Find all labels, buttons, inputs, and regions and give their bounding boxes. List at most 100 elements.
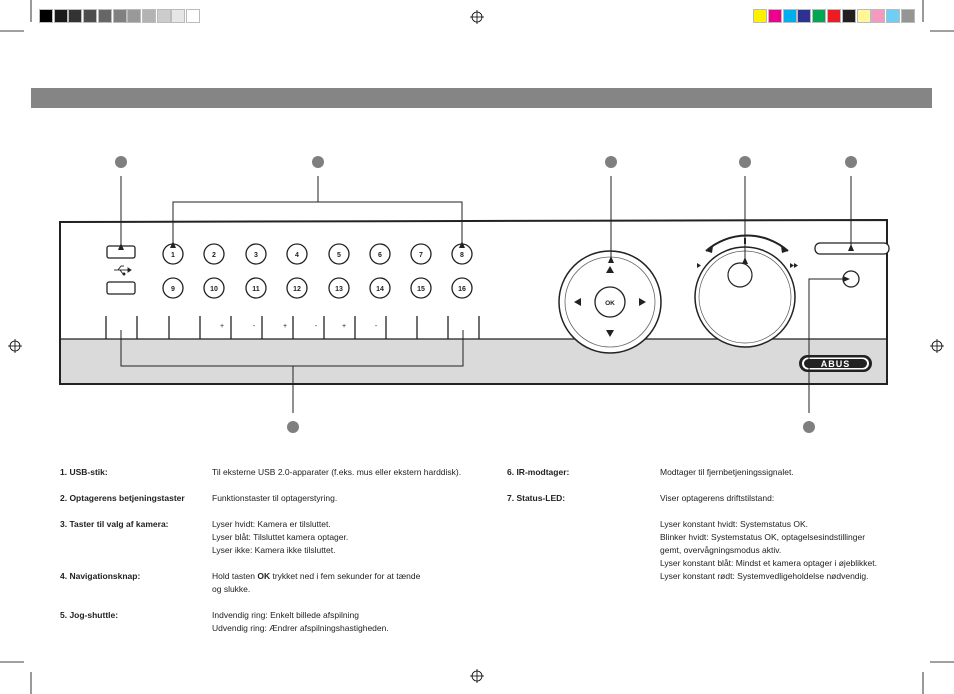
camera-button-7[interactable] (410, 243, 432, 265)
callout-marker-jog (739, 156, 751, 168)
legend-line: Viser optagerens driftstilstand: (660, 493, 775, 503)
camera-button-5[interactable] (328, 243, 350, 265)
leader-lines (120, 176, 852, 413)
legend-line: Modtager til fjernbetjeningssignalet. (660, 467, 794, 477)
legend-label: 5. Jog-shuttle: (60, 610, 119, 620)
usb-icon (114, 265, 132, 276)
ok-button[interactable] (594, 286, 626, 318)
camera-button-9[interactable] (162, 277, 184, 299)
callout-marker-camera-keys (312, 156, 324, 168)
jog-shuttle (694, 234, 798, 348)
camera-button-label: 12 (293, 286, 301, 293)
brand-logo-text: ABUS (821, 359, 851, 369)
legend-line: Lyser konstant hvidt: Systemstatus OK. (660, 519, 809, 529)
function-key-mark[interactable]: - (375, 323, 378, 330)
process-swatch (812, 9, 827, 23)
process-swatch (767, 9, 782, 23)
ok-label: OK (605, 300, 615, 307)
legend-line (660, 505, 877, 518)
arrow-left-icon[interactable] (574, 298, 581, 306)
function-key-mark[interactable]: + (342, 323, 346, 330)
process-swatch (753, 9, 767, 23)
registration-target-right (930, 339, 944, 353)
camera-button-15[interactable] (410, 277, 432, 299)
grayscale-swatch (127, 9, 142, 23)
camera-button-16[interactable] (451, 277, 473, 299)
camera-button-label: 4 (295, 252, 299, 259)
process-swatch (782, 9, 797, 23)
legend-description: Hold tasten OK trykket ned i fem sekunde… (212, 570, 420, 596)
process-swatch (856, 9, 871, 23)
legend-line: Hold tasten OK trykket ned i fem sekunde… (212, 571, 421, 581)
legend-line: Lyser hvidt: Kamera er tilsluttet. (212, 519, 331, 529)
camera-button-10[interactable] (203, 277, 225, 299)
legend-description: Indvendig ring: Enkelt billede afspilnin… (212, 609, 389, 635)
arrow-down-icon[interactable] (606, 330, 614, 337)
function-keys-group: + - + - + - (105, 316, 480, 339)
camera-button-3[interactable] (245, 243, 267, 265)
legend-label: 6. IR-modtager: (507, 467, 570, 477)
process-swatch (827, 9, 841, 23)
camera-button-label: 16 (458, 286, 466, 293)
camera-button-label: 1 (171, 252, 175, 259)
registration-target-top (470, 10, 484, 24)
play-reverse-icon (697, 263, 701, 268)
function-key-mark[interactable]: - (253, 323, 256, 330)
legend-label: 4. Navigationsknap: (60, 571, 141, 581)
process-swatch (901, 9, 915, 23)
grayscale-swatch (68, 9, 83, 23)
legend-line: Blinker hvidt: Systemstatus OK, optagels… (660, 532, 866, 542)
section-banner (31, 88, 932, 108)
camera-button-label: 13 (335, 286, 343, 293)
callout-marker-ir (845, 156, 857, 168)
camera-button-label: 14 (376, 286, 384, 293)
arrow-right-icon[interactable] (639, 298, 646, 306)
camera-button-6[interactable] (369, 243, 391, 265)
callout-marker-status-led (803, 421, 815, 433)
process-swatch (886, 9, 901, 23)
fast-forward-icon (790, 263, 798, 268)
grayscale-swatch (171, 9, 186, 23)
legend-bold-word: OK (257, 571, 271, 581)
camera-button-label: 9 (171, 286, 175, 293)
function-key-mark[interactable]: - (315, 323, 318, 330)
camera-button-2[interactable] (203, 243, 225, 265)
grayscale-swatch (39, 9, 53, 23)
legend-description: Til eksterne USB 2.0-apparater (f.eks. m… (212, 466, 461, 479)
process-swatch (797, 9, 812, 23)
navigation-pad: OK (558, 250, 662, 354)
legend-line: Udvendig ring: Ændrer afspilningshastigh… (212, 623, 389, 633)
camera-button-14[interactable] (369, 277, 391, 299)
camera-button-label: 6 (378, 252, 382, 259)
camera-button-label: 5 (337, 252, 341, 259)
legend-line: gemt, overvågningsmodus aktiv. (660, 545, 782, 555)
callout-marker-usb (115, 156, 127, 168)
grayscale-swatch (83, 9, 98, 23)
camera-button-4[interactable] (286, 243, 308, 265)
camera-button-11[interactable] (245, 277, 267, 299)
grayscale-swatch (53, 9, 68, 23)
arrow-up-icon[interactable] (606, 266, 614, 273)
legend-line: Lyser konstant rødt: Systemvedligeholdel… (660, 571, 869, 581)
legend-line: Lyser ikke: Kamera ikke tilsluttet. (212, 545, 336, 555)
camera-button-label: 8 (460, 252, 464, 259)
jog-inner-ring[interactable] (727, 262, 753, 288)
function-key-mark[interactable]: + (220, 323, 224, 330)
camera-button-13[interactable] (328, 277, 350, 299)
camera-button-label: 15 (417, 286, 425, 293)
camera-button-label: 7 (419, 252, 423, 259)
callout-markers (115, 156, 857, 433)
legend-line: Funktionstaster til optagerstyring. (212, 493, 338, 503)
legend-label: 1. USB-stik: (60, 467, 108, 477)
legend-description: Modtager til fjernbetjeningssignalet. (660, 466, 794, 479)
grayscale-swatch (97, 9, 112, 23)
legend-label: 7. Status-LED: (507, 493, 566, 503)
legend-description: Lyser hvidt: Kamera er tilsluttet. Lyser … (212, 518, 348, 557)
camera-button-label: 11 (252, 286, 260, 293)
camera-button-label: 2 (212, 252, 216, 259)
function-key-mark[interactable]: + (283, 323, 287, 330)
camera-button-12[interactable] (286, 277, 308, 299)
